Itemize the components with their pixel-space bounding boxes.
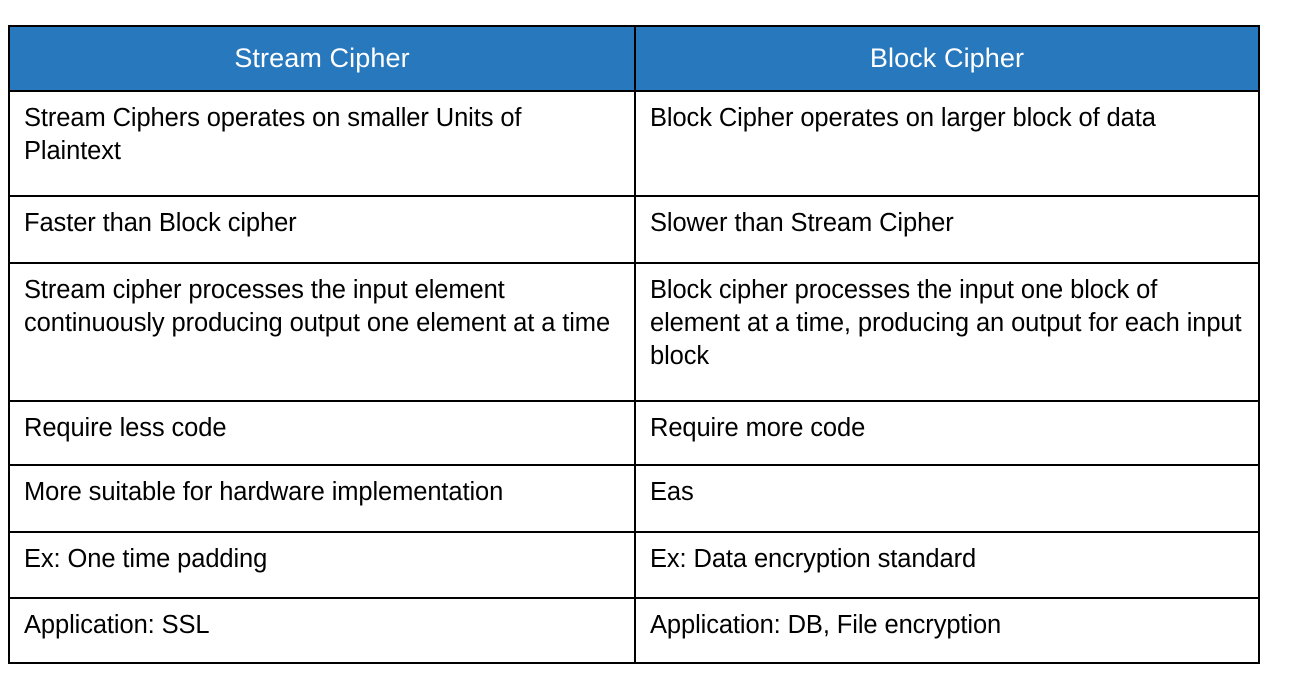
cell-text: Block cipher processes the input one blo…: [650, 276, 1242, 371]
cell-text: Stream cipher processes the input elemen…: [24, 276, 611, 338]
cell-text: Ex: One time padding: [24, 545, 268, 573]
table-row: Stream Ciphers operates on smaller Units…: [8, 90, 1260, 197]
cell-text: Application: SSL: [24, 611, 210, 639]
cell-stream-3: Stream cipher processes the input elemen…: [8, 262, 636, 402]
cipher-comparison-table: Stream Cipher Block Cipher Stream Cipher…: [8, 25, 1260, 664]
table-row: Faster than Block cipher Slower than Str…: [8, 195, 1260, 264]
cell-stream-2: Faster than Block cipher: [8, 195, 636, 264]
cell-text: Require more code: [650, 414, 866, 442]
cell-stream-5: More suitable for hardware implementatio…: [8, 464, 636, 533]
table-row: Ex: One time padding Ex: Data encryption…: [8, 531, 1260, 599]
cell-text: More suitable for hardware implementatio…: [24, 478, 504, 506]
table-row: More suitable for hardware implementatio…: [8, 464, 1260, 533]
column-header-stream-cipher: Stream Cipher: [8, 25, 636, 92]
cell-text: Block Cipher operates on larger block of…: [650, 104, 1156, 132]
table-row: Application: SSL Application: DB, File e…: [8, 597, 1260, 664]
cell-stream-7: Application: SSL: [8, 597, 636, 664]
cell-block-6: Ex: Data encryption standard: [634, 531, 1260, 599]
cell-text: Require less code: [24, 414, 227, 442]
column-header-block-cipher: Block Cipher: [634, 25, 1260, 92]
cell-text: Faster than Block cipher: [24, 209, 297, 237]
cell-stream-4: Require less code: [8, 400, 636, 466]
table-header: Stream Cipher Block Cipher: [8, 25, 1260, 92]
cell-block-3: Block cipher processes the input one blo…: [634, 262, 1260, 402]
cell-text: Application: DB, File encryption: [650, 611, 1002, 639]
table-body: Stream Ciphers operates on smaller Units…: [8, 90, 1260, 664]
cell-block-5: Eas: [634, 464, 1260, 533]
cell-text: Eas: [650, 478, 694, 506]
table-header-row: Stream Cipher Block Cipher: [8, 25, 1260, 92]
cell-text: Ex: Data encryption standard: [650, 545, 977, 573]
cell-text: Slower than Stream Cipher: [650, 209, 954, 237]
cell-block-4: Require more code: [634, 400, 1260, 466]
cell-block-7: Application: DB, File encryption: [634, 597, 1260, 664]
table-row: Stream cipher processes the input elemen…: [8, 262, 1260, 402]
cell-stream-6: Ex: One time padding: [8, 531, 636, 599]
table-row: Require less code Require more code: [8, 400, 1260, 466]
cell-block-1: Block Cipher operates on larger block of…: [634, 90, 1260, 197]
cell-text: Stream Ciphers operates on smaller Units…: [24, 104, 522, 166]
cell-stream-1: Stream Ciphers operates on smaller Units…: [8, 90, 636, 197]
cell-block-2: Slower than Stream Cipher: [634, 195, 1260, 264]
